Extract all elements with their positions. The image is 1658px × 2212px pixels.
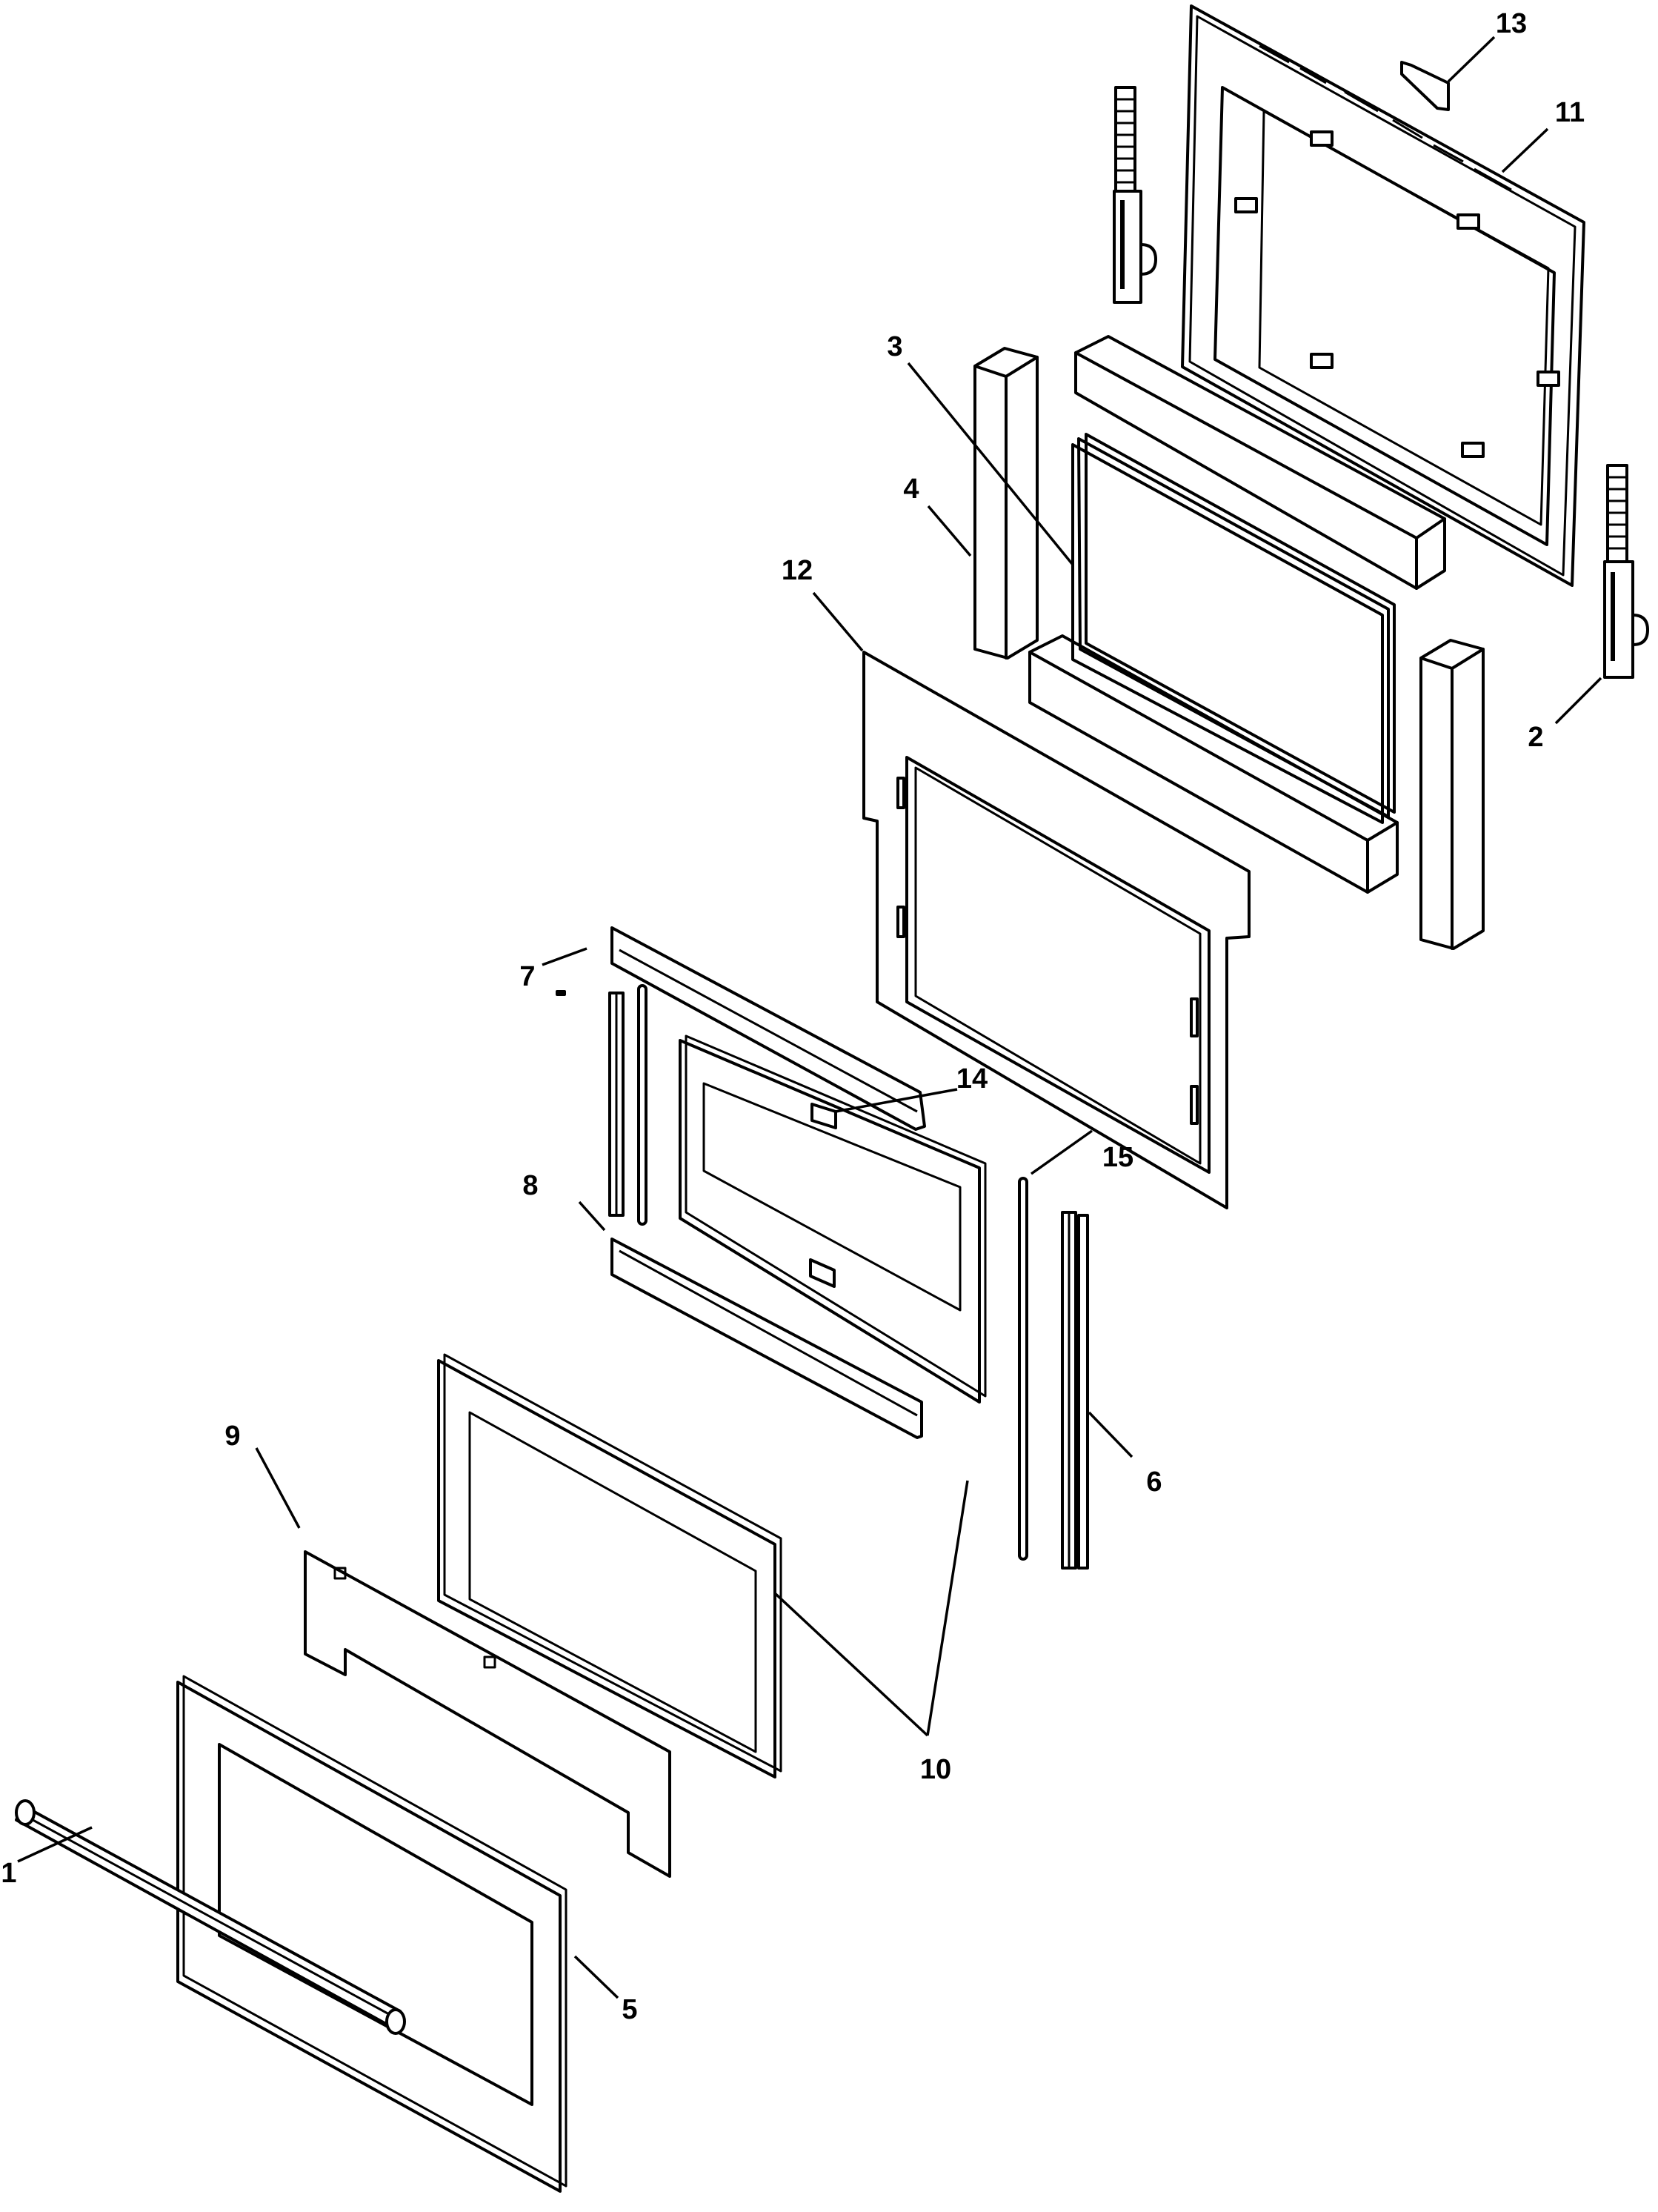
part-12-door-baffle-panel (812, 591, 1251, 1209)
part-3-glass-pack (907, 362, 1396, 824)
callout-8: 8 (522, 1170, 539, 1201)
part-4-insulation-blocks (927, 335, 1485, 950)
part-1-door-handle (15, 1799, 406, 2035)
callout-11: 11 (1554, 97, 1585, 128)
part-15-side-rod (1018, 1129, 1093, 1561)
part-8-bottom-channel (578, 1200, 923, 1439)
part-13-clip (1400, 36, 1496, 111)
callout-14: 14 (956, 1063, 988, 1095)
part-9-heat-shield (255, 1447, 671, 1878)
callout-6: 6 (1146, 1467, 1162, 1498)
part-14-glass-panel-with-spacers (679, 1034, 987, 1404)
callout-13: 13 (1495, 8, 1528, 39)
callout-7: 7 (519, 961, 536, 992)
callout-15: 15 (1102, 1142, 1134, 1173)
callout-3: 3 (887, 331, 903, 362)
part-11-inner-door-liner (1181, 4, 1585, 587)
part-6-side-trim-right (1061, 1211, 1133, 1570)
part-2-hinge-right (1554, 464, 1649, 725)
callout-2: 2 (1528, 722, 1544, 753)
left-side-trim (556, 984, 647, 1226)
callout-5: 5 (622, 1994, 638, 2025)
hinge-left-icon (1113, 86, 1157, 304)
callout-1: 1 (1, 1858, 17, 1889)
leader-11 (1501, 127, 1549, 173)
part-7-top-channel (542, 926, 926, 1131)
part-5-outer-door-panel (176, 1675, 619, 2193)
callout-10: 10 (919, 1754, 952, 1785)
part-10-glass-window-assembly (437, 1353, 969, 1778)
callout-9: 9 (224, 1421, 241, 1452)
callout-12: 12 (781, 555, 813, 586)
callout-4: 4 (903, 474, 919, 505)
